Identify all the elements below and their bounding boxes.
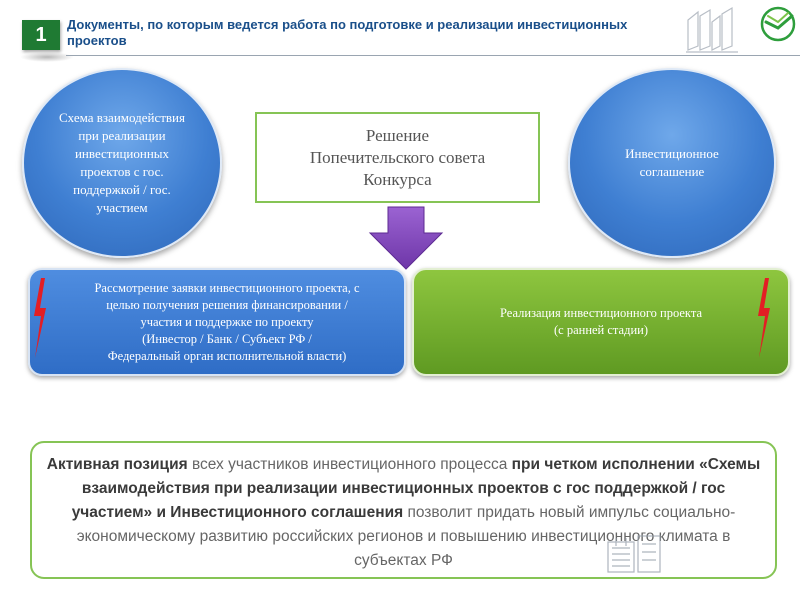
summary-box: Активная позиция всех участников инвести… — [30, 441, 777, 579]
summary-bold-2: при четком исполнении «Схемы взаимодейст… — [71, 456, 761, 521]
documents-icon — [686, 6, 738, 53]
slide-number-shadow — [20, 52, 74, 62]
decision-line-3: Конкурса — [363, 169, 432, 189]
title-divider — [66, 55, 800, 56]
lightning-bolt-icon — [34, 278, 46, 358]
slide-number: 1 — [22, 20, 60, 50]
decision-line-2: Попечительского совета — [309, 147, 486, 167]
summary-text-2: позволит придать новый импульс социально… — [76, 504, 736, 569]
review-line-3: участия и поддержке по проекту — [140, 314, 314, 329]
lightning-bolt-icon — [758, 278, 770, 358]
review-line-4: (Инвестор / Банк / Субъект РФ / — [142, 331, 312, 346]
review-line-1: Рассмотрение заявки инвестиционного прое… — [94, 280, 360, 295]
review-line-2: целью получения решения финансировании / — [106, 297, 348, 312]
implementation-line-1: Реализация инвестиционного проекта — [500, 306, 702, 320]
page-title: Документы, по которым ведется работа по … — [67, 17, 628, 48]
board-decision-box: Решение Попечительского совета Конкурса — [255, 112, 540, 203]
calendar-watermark-icon — [607, 535, 661, 573]
application-review-box: Рассмотрение заявки инвестиционного прое… — [28, 268, 406, 376]
review-line-5: Федеральный орган исполнительной власти) — [107, 348, 347, 363]
interaction-scheme-circle: Схема взаимодействия при реализации инве… — [22, 68, 222, 258]
decision-line-1: Решение — [365, 125, 430, 145]
down-arrow-icon — [368, 206, 444, 270]
summary-text-1: всех участников инвестиционного процесса — [187, 456, 512, 473]
summary-bold-1: Активная позиция — [46, 456, 188, 473]
implementation-line-2: (с ранней стадии) — [554, 323, 648, 337]
investment-agreement-circle: Инвестиционное соглашение — [568, 68, 776, 258]
sberbank-logo-icon — [760, 6, 796, 42]
project-implementation-box: Реализация инвестиционного проекта (с ра… — [412, 268, 790, 376]
